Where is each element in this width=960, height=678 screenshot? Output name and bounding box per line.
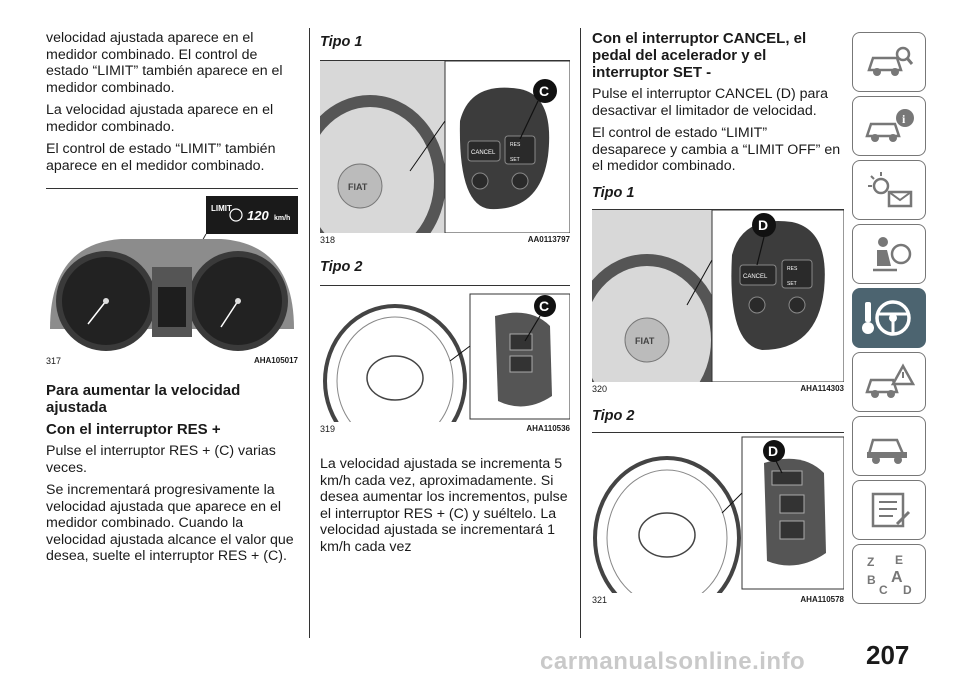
tab-car-service[interactable]: [852, 416, 926, 476]
type-heading: Tipo 1: [592, 184, 635, 201]
svg-text:SET: SET: [787, 281, 797, 287]
type-heading: Tipo 2: [320, 259, 363, 275]
column-divider: [580, 28, 581, 638]
paragraph: La velocidad ajustada se incrementa 5 km…: [320, 456, 568, 555]
svg-text:D: D: [758, 217, 768, 233]
column-divider: [309, 28, 310, 638]
warning-lights-icon: [868, 172, 913, 208]
figure-number: 318: [320, 235, 336, 245]
svg-text:RES: RES: [510, 142, 521, 148]
figure-caption: 320 AHA114303: [592, 384, 844, 394]
watermark: carmanualsonline.info: [540, 648, 806, 675]
column-2: Tipo 1 FIAT CANCEL RES SET C 318 AA01137…: [320, 34, 570, 561]
car-warning-icon: [865, 363, 915, 398]
paragraph: velocidad ajustada aparece en el medidor…: [46, 30, 283, 96]
figure-code: AHA110578: [800, 594, 844, 604]
figure-code: AA0113797: [527, 235, 570, 244]
figure-caption: 317 AHA105017: [46, 356, 298, 366]
svg-text:A: A: [891, 569, 903, 586]
steering-key-icon: [862, 300, 911, 336]
figure-319: C 319 AHA110536: [320, 285, 570, 434]
figure-number: 319: [320, 424, 336, 434]
section-heading: Con el interruptor CANCEL, el pedal del …: [592, 30, 807, 81]
tab-warning-lights[interactable]: [852, 160, 926, 220]
steering-wheel-type2-illustration: D: [593, 436, 844, 593]
figure-321: D 321 AHA110578: [592, 431, 844, 605]
type-heading: Tipo 2: [592, 407, 635, 424]
svg-text:D: D: [768, 443, 778, 459]
svg-text:E: E: [895, 553, 903, 567]
steering-wheel-type1-illustration: FIAT CANCEL RES SET D: [592, 209, 844, 382]
figure-320: FIAT CANCEL RES SET D 320 AHA114303: [592, 208, 844, 394]
page-number: 207: [866, 640, 910, 670]
svg-text:FIAT: FIAT: [348, 182, 368, 192]
svg-text:B: B: [867, 573, 876, 587]
svg-text:RES: RES: [787, 266, 798, 272]
svg-text:i: i: [902, 112, 906, 126]
lcd-speed-value: 120: [247, 208, 269, 223]
paragraph: Se incrementará progresivamente la veloc…: [46, 482, 294, 564]
svg-text:C: C: [539, 298, 549, 314]
paragraph: Pulse el interruptor RES + (C) varias ve…: [46, 443, 276, 476]
paragraph: Pulse el interruptor CANCEL (D) para des…: [592, 86, 829, 119]
paragraph: El control de estado “LIMIT” desaparece …: [592, 125, 841, 174]
tab-car-search[interactable]: [852, 32, 926, 92]
tab-car-warning[interactable]: [852, 352, 926, 412]
figure-318: FIAT CANCEL RES SET C 318 AA0113797: [320, 60, 570, 245]
car-info-icon: i: [865, 109, 914, 142]
figure-number: 320: [592, 383, 608, 394]
tab-airbag[interactable]: [852, 224, 926, 284]
figure-caption: 318 AA0113797: [320, 235, 570, 245]
figure-number: 317: [46, 356, 62, 366]
svg-text:C: C: [539, 83, 549, 99]
svg-text:CANCEL: CANCEL: [471, 150, 496, 156]
svg-text:CANCEL: CANCEL: [743, 274, 768, 280]
lcd-limit-label: LIMIT: [211, 204, 232, 213]
figure-code: AHA110536: [526, 424, 570, 433]
figure-number: 321: [592, 594, 608, 605]
airbag-icon: [873, 237, 912, 272]
checklist-icon: [871, 492, 911, 528]
svg-text:FIAT: FIAT: [635, 336, 655, 346]
instrument-cluster-illustration: LIMIT 120 km/h: [50, 196, 298, 351]
steering-wheel-type1-illustration: FIAT CANCEL RES SET C: [320, 61, 570, 233]
svg-text:Z: Z: [867, 555, 874, 569]
paragraph: La velocidad ajustada aparece en el medi…: [46, 102, 274, 135]
lcd-zoom-box: [206, 196, 298, 234]
figure-caption: 319 AHA110536: [320, 424, 570, 434]
steering-wheel-type2-illustration: C: [323, 293, 570, 422]
car-service-icon: [867, 438, 907, 464]
svg-text:C: C: [879, 583, 888, 596]
figure-caption: 321 AHA110578: [592, 595, 844, 605]
svg-text:D: D: [903, 583, 912, 596]
figure-code: AHA105017: [253, 356, 298, 365]
column-1: velocidad ajustada aparece en el medidor…: [46, 30, 298, 571]
figure-317: LIMIT 120 km/h 317 AHA105017: [46, 188, 298, 366]
section-heading: Para aumentar la velocidad ajustada: [46, 382, 241, 416]
tab-car-info[interactable]: i: [852, 96, 926, 156]
tab-checklist[interactable]: [852, 480, 926, 540]
tab-steering-key[interactable]: [852, 288, 926, 348]
paragraph: El control de estado “LIMIT” también apa…: [46, 141, 276, 174]
car-search-icon: [867, 46, 914, 76]
alphabet-index-icon: Z E B AC D: [867, 553, 912, 596]
figure-code: AHA114303: [800, 383, 844, 393]
column-3: Con el interruptor CANCEL, el pedal del …: [592, 30, 844, 605]
speedometer-icon: [229, 208, 243, 222]
svg-text:SET: SET: [510, 157, 520, 163]
type-heading: Tipo 1: [320, 34, 363, 50]
subsection-heading: Con el interruptor RES +: [46, 421, 221, 438]
lcd-unit: km/h: [274, 215, 290, 222]
